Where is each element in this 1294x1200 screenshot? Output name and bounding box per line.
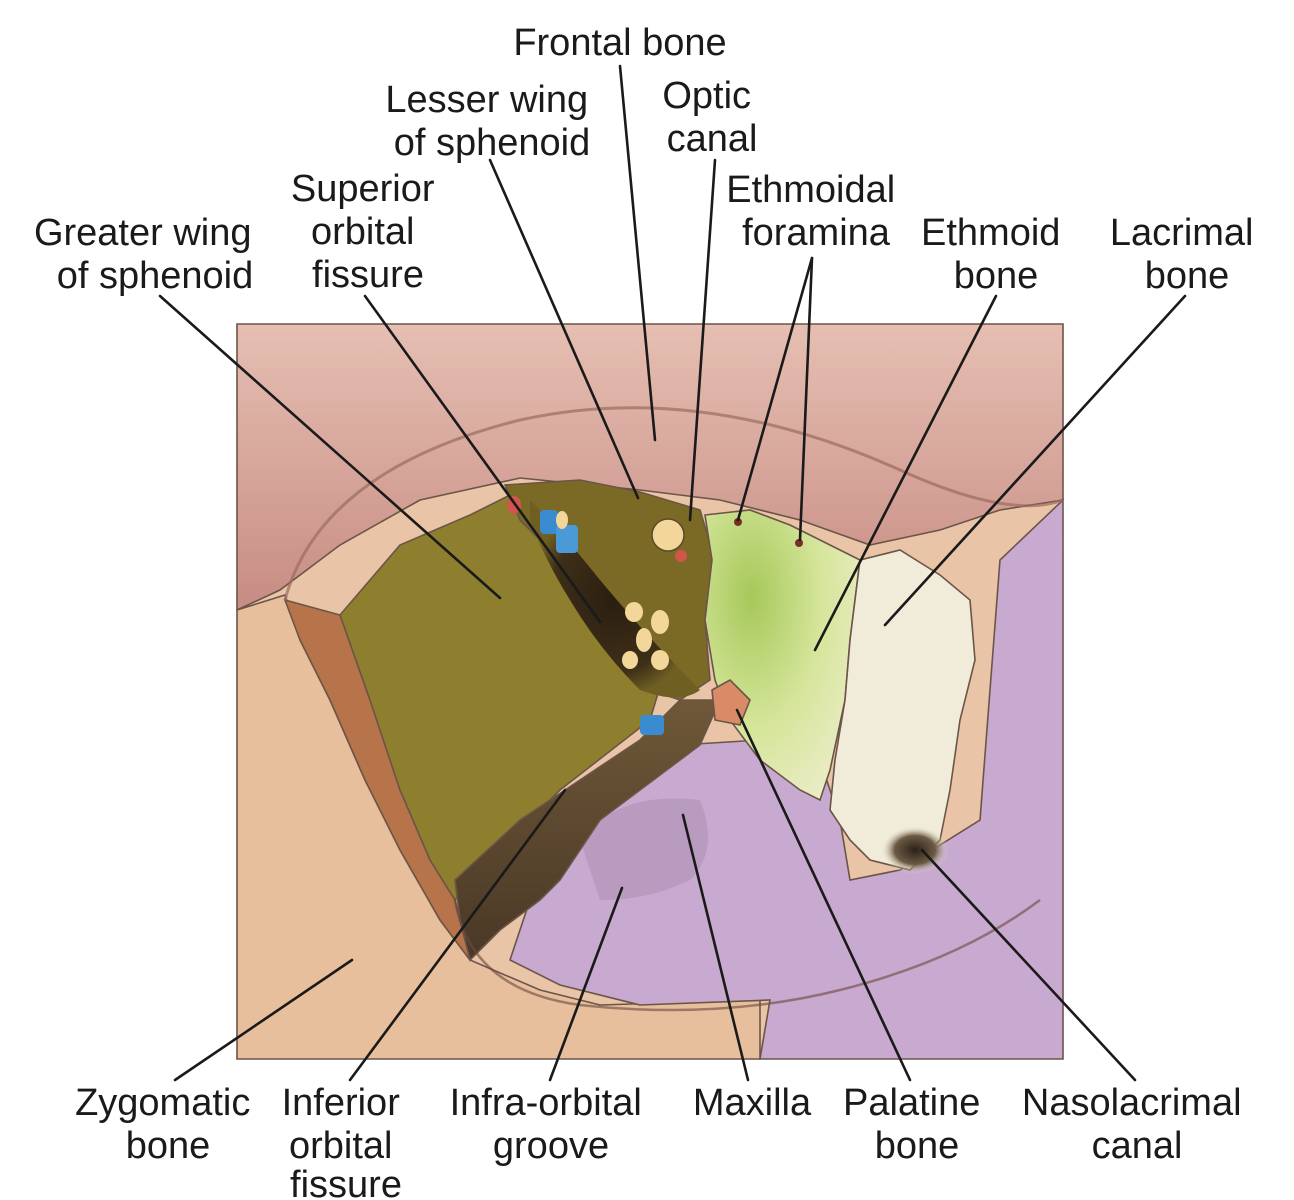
label-nasolacrimal-canal: Nasolacrimal canal [1022, 1082, 1252, 1167]
label-zygomatic-bone: Zygomatic bone [75, 1082, 261, 1167]
sof-vessel-blue-1 [540, 510, 558, 534]
ophthalmic-artery-dot [675, 550, 687, 562]
label-inferior-orbital-fissure: Inferior orbital fissure [282, 1082, 411, 1200]
label-optic-canal: Optic canal [662, 75, 761, 160]
sof-nerve-6 [651, 650, 669, 670]
iof-vessel-blue [640, 715, 664, 735]
label-superior-orbital-fissure: Superior orbital fissure [291, 168, 445, 296]
label-palatine-bone: Palatine bone [843, 1082, 991, 1167]
sof-vessel-blue-2 [556, 525, 578, 553]
label-lacrimal-bone: Lacrimal bone [1110, 212, 1264, 297]
sof-nerve-4 [636, 628, 652, 652]
sof-nerve-2 [625, 602, 643, 622]
sof-nerve-1 [556, 511, 568, 529]
sof-nerve-5 [622, 651, 638, 669]
label-infra-orbital-groove: Infra-orbital groove [450, 1082, 653, 1167]
label-maxilla: Maxilla [693, 1082, 812, 1124]
label-frontal-bone: Frontal bone [513, 22, 726, 64]
orbit-illustration [237, 324, 1063, 1059]
label-ethmoidal-foramina: Ethmoidal foramina [726, 169, 906, 254]
optic-canal-nerve [652, 519, 684, 551]
sof-nerve-3 [651, 610, 669, 634]
label-greater-wing-of-sphenoid: Greater wing of sphenoid [34, 212, 262, 297]
label-ethmoid-bone: Ethmoid bone [921, 212, 1071, 297]
label-lesser-wing-of-sphenoid: Lesser wing of sphenoid [385, 79, 598, 164]
